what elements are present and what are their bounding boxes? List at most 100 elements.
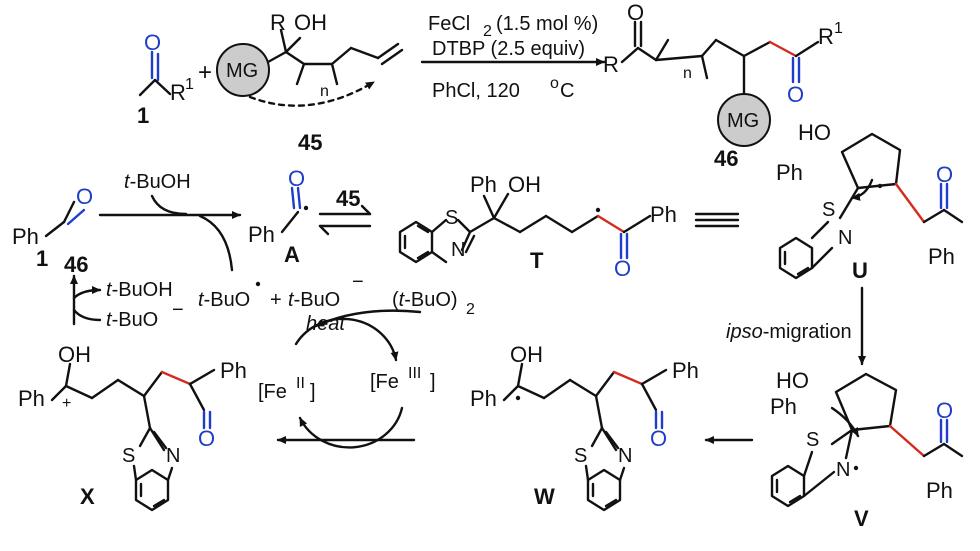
svg-text:t-BuO: t-BuO (106, 309, 158, 331)
dtbp: (t-BuO) (392, 289, 458, 311)
alcohol-45: MG R OH n 45 (216, 10, 404, 155)
svg-text:O: O (198, 426, 215, 451)
svg-text:S: S (822, 199, 835, 221)
base-exchange: t-BuOH t-BuO − (70, 274, 184, 331)
svg-text:[Fe: [Fe (370, 371, 399, 393)
label-U: U (852, 258, 868, 283)
svg-text:HO: HO (776, 368, 809, 393)
svg-text:N: N (838, 227, 852, 249)
svg-text:R: R (818, 24, 834, 49)
svg-text:R: R (270, 10, 286, 35)
label-A: A (284, 242, 300, 267)
svg-text:n: n (320, 83, 329, 100)
radical-V: HO Ph S N O Ph V (770, 368, 964, 531)
label-T: T (530, 248, 544, 273)
svg-text:O: O (288, 166, 305, 191)
svg-text:S: S (806, 429, 819, 451)
svg-text:S: S (122, 445, 135, 467)
svg-text:]: ] (430, 371, 436, 393)
svg-text:Ph: Ph (770, 394, 797, 419)
radical-T: S N Ph OH O Ph T (398, 172, 740, 281)
svg-text:Ph: Ph (18, 386, 45, 411)
svg-text:III: III (408, 365, 421, 382)
svg-text:[Fe: [Fe (258, 381, 287, 403)
svg-text:t-BuOH: t-BuOH (106, 279, 173, 301)
svg-text:C: C (560, 80, 574, 102)
svg-text:45: 45 (336, 186, 360, 211)
plus-sign: + (198, 59, 212, 86)
svg-text:o: o (550, 75, 559, 92)
product-46: O R n O R 1 MG 46 (603, 0, 843, 171)
svg-text:OH: OH (510, 342, 543, 367)
svg-text:OH: OH (294, 10, 327, 35)
svg-text:S: S (574, 445, 587, 467)
svg-text:PhCl, 120: PhCl, 120 (432, 80, 520, 102)
svg-text:Ph: Ph (776, 160, 803, 185)
radical-U: HO Ph S N O Ph U (776, 120, 964, 283)
svg-text:2: 2 (466, 301, 475, 318)
svg-text:O: O (627, 0, 644, 25)
aldehyde-1: O R 1 1 (137, 30, 194, 128)
svg-text:−: − (172, 299, 184, 321)
tbuoh-top: t-BuOH (124, 171, 191, 193)
benzaldehyde-1: Ph O 1 46 (12, 184, 93, 277)
svg-text:Ph: Ph (672, 358, 699, 383)
svg-text:1: 1 (185, 76, 194, 93)
svg-text:Ph: Ph (470, 172, 497, 197)
svg-text:O: O (787, 82, 804, 107)
svg-text:1: 1 (36, 246, 48, 271)
svg-text:Ph: Ph (12, 224, 39, 249)
ipso-migration-arrow: ipso-migration (726, 286, 866, 366)
svg-text:]: ] (310, 381, 316, 403)
svg-text:FeCl: FeCl (428, 13, 470, 35)
svg-text:n: n (683, 65, 692, 82)
svg-text:Ph: Ph (220, 358, 247, 383)
svg-text:ipso-migration: ipso-migration (726, 321, 852, 343)
svg-text:N: N (451, 239, 465, 261)
label-compound-1: 1 (137, 103, 149, 128)
svg-text:+: + (270, 289, 282, 311)
svg-text:O: O (936, 398, 953, 423)
svg-text:R: R (603, 52, 619, 77)
svg-text:N: N (836, 459, 850, 481)
svg-text:MG: MG (727, 110, 759, 132)
svg-text:O: O (614, 256, 631, 281)
svg-text:Ph: Ph (470, 386, 497, 411)
mg-group-circle (717, 93, 771, 147)
svg-text:O: O (650, 426, 667, 451)
mg-group-circle (216, 43, 270, 97)
label-compound-46: 46 (714, 146, 738, 171)
svg-text:OH: OH (508, 172, 541, 197)
svg-text:Ph: Ph (928, 244, 955, 269)
svg-text:+: + (62, 395, 71, 412)
svg-text:O: O (936, 162, 953, 187)
svg-text:II: II (296, 375, 305, 392)
tbuo-radical: t-BuO (198, 289, 250, 311)
label-W: W (534, 484, 555, 509)
acyl-radical-A: Ph O A (248, 166, 309, 267)
svg-text:N: N (166, 445, 180, 467)
atom-o: O (144, 30, 161, 55)
svg-text:(1.5 mol %): (1.5 mol %) (496, 13, 598, 35)
svg-text:Ph: Ph (650, 202, 677, 227)
svg-text:Ph: Ph (926, 478, 953, 503)
svg-text:2: 2 (483, 23, 492, 40)
svg-text:MG: MG (226, 60, 258, 82)
svg-text:−: − (352, 271, 364, 293)
svg-text:OH: OH (58, 342, 91, 367)
svg-text:R: R (170, 80, 186, 105)
radical-W: OH Ph O Ph S N W (470, 342, 699, 512)
iron-cycle: [Fe II ] [Fe III ] (258, 317, 436, 449)
label-X: X (80, 484, 95, 509)
svg-text:DTBP (2.5 equiv): DTBP (2.5 equiv) (432, 38, 585, 60)
svg-text:O: O (76, 184, 93, 209)
label-compound-46-cycle: 46 (64, 252, 88, 277)
equilibrium-arrows: 45 (318, 186, 372, 236)
svg-text:Ph: Ph (248, 222, 275, 247)
svg-text:S: S (445, 207, 458, 229)
tbuo-anion: t-BuO (288, 289, 340, 311)
cation-X: OH Ph + O Ph S N X (18, 342, 247, 512)
label-V: V (854, 506, 869, 531)
label-compound-45: 45 (298, 130, 322, 155)
